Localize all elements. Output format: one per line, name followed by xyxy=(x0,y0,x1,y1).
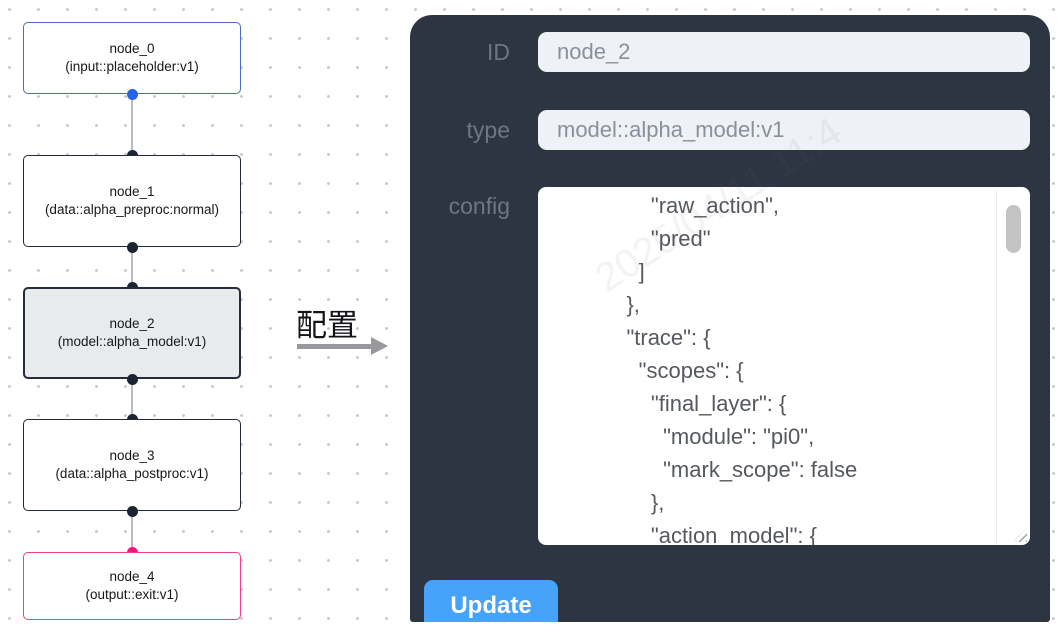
arrow-right-icon xyxy=(371,337,388,355)
port-dot[interactable] xyxy=(126,88,138,100)
node-config-panel: ID type config "raw_action", "pred" ] },… xyxy=(410,15,1050,622)
edge-node3-node4 xyxy=(131,511,133,552)
node-type-label: (data::alpha_preproc:normal) xyxy=(44,202,220,217)
node-title: node_2 xyxy=(109,316,155,331)
node-type-label: (model::alpha_model:v1) xyxy=(57,334,207,349)
config-json-text: "raw_action", "pred" ] }, "trace": { "sc… xyxy=(626,193,858,545)
update-button[interactable]: Update xyxy=(424,580,558,622)
port-dot[interactable] xyxy=(126,505,138,517)
node-type-label: (input::placeholder:v1) xyxy=(65,59,199,74)
flow-node-node_4[interactable]: node_4 (output::exit:v1) xyxy=(23,552,241,620)
type-input[interactable] xyxy=(538,110,1030,150)
node-title: node_0 xyxy=(109,41,155,56)
edge-node1-node2 xyxy=(131,247,133,287)
node-type-label: (output::exit:v1) xyxy=(85,587,179,602)
flow-node-node_1[interactable]: node_1 (data::alpha_preproc:normal) xyxy=(23,155,241,247)
edge-node0-node1 xyxy=(131,94,133,155)
config-scrollbar-thumb[interactable] xyxy=(1006,205,1021,253)
config-textarea[interactable]: "raw_action", "pred" ] }, "trace": { "sc… xyxy=(538,187,1030,545)
flow-node-node_0[interactable]: node_0 (input::placeholder:v1) xyxy=(23,22,241,94)
id-input[interactable] xyxy=(538,32,1030,72)
arrow-right-icon xyxy=(297,344,371,349)
port-dot[interactable] xyxy=(126,373,138,385)
config-field-label: config xyxy=(448,193,510,219)
configure-annotation: 配置 xyxy=(296,308,358,343)
node-type-label: (data::alpha_postproc:v1) xyxy=(55,466,209,481)
node-title: node_4 xyxy=(109,569,155,584)
port-dot[interactable] xyxy=(126,241,138,253)
flow-node-node_3[interactable]: node_3 (data::alpha_postproc:v1) xyxy=(23,419,241,511)
id-field-label: ID xyxy=(487,39,510,65)
flow-node-node_2-selected[interactable]: node_2 (model::alpha_model:v1) xyxy=(23,287,241,379)
type-field-label: type xyxy=(466,117,510,143)
node-title: node_3 xyxy=(109,448,155,463)
node-title: node_1 xyxy=(109,184,155,199)
config-scrollbar-track[interactable] xyxy=(996,189,1027,543)
edge-node2-node3 xyxy=(131,379,133,419)
